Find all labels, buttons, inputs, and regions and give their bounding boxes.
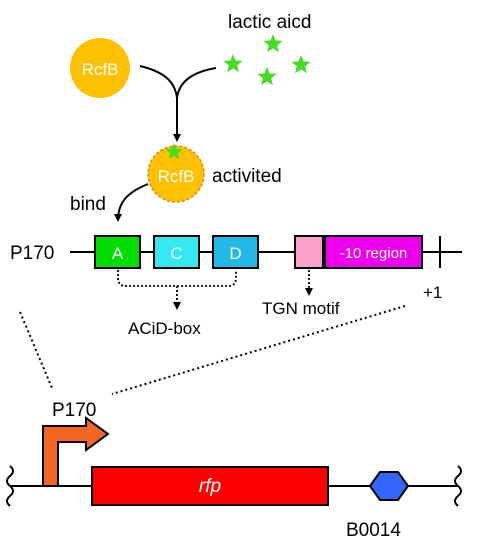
box-c-label: C [170, 244, 182, 263]
rcfb-activated [147, 145, 205, 203]
lactic-acid-stars [223, 34, 311, 86]
tgn-motif-label: TGN motif [262, 299, 340, 318]
terminator-label: B0014 [346, 520, 401, 541]
bound-lactic-acid-star-icon [165, 143, 183, 160]
minus10-region-box: -10 region [324, 235, 423, 269]
box-a-label: A [112, 244, 124, 263]
acid-box-label: ACiD-box [128, 319, 201, 338]
gene-label: rfp [199, 476, 221, 497]
bind-arrow [114, 183, 149, 222]
activated-label: activited [212, 166, 282, 187]
dna-break-right-icon [454, 465, 462, 507]
zoom-line-left [19, 311, 53, 389]
inducer-label: lactic aicd [228, 12, 311, 33]
star-icon [223, 54, 243, 73]
star-icon [291, 55, 311, 74]
star-icon [263, 34, 283, 53]
tgn-motif-box [294, 235, 324, 269]
promoter-label: P170 [10, 243, 54, 264]
box-d: D [212, 235, 259, 269]
promoter-label-lower: P170 [52, 400, 96, 421]
bind-label: bind [70, 194, 106, 215]
terminator-icon [368, 471, 410, 501]
zoom-line-right [111, 305, 406, 395]
rfp-gene-box: rfp [91, 466, 329, 506]
binding-curve [139, 65, 217, 99]
promoter-arrow-icon [42, 416, 110, 487]
rcfb-activated-label: RcfB [158, 167, 195, 186]
minus10-label: -10 region [340, 245, 408, 262]
star-icon [257, 67, 277, 86]
rcfb-protein [70, 38, 130, 98]
box-a: A [94, 235, 141, 269]
box-c: C [153, 235, 200, 269]
box-d-label: D [229, 244, 241, 263]
plus1-label: +1 [423, 283, 442, 302]
rcfb-label: RcfB [82, 60, 119, 79]
dna-break-left-icon [6, 465, 14, 507]
acid-box-bracket [117, 270, 237, 287]
